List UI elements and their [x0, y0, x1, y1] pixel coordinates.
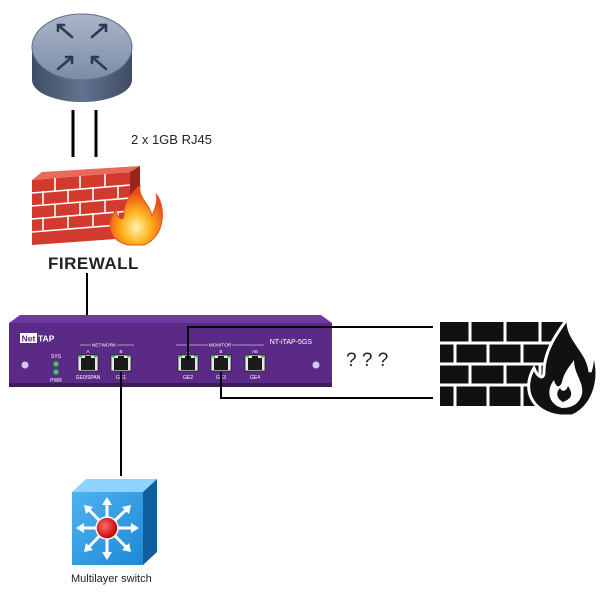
firewall-icon	[31, 166, 163, 246]
firewall-label: FIREWALL	[48, 254, 139, 273]
router-icon	[31, 13, 133, 102]
monitor-b-label: B	[219, 349, 222, 354]
svg-text:Net: Net	[22, 334, 36, 344]
unknown-connection-label: ? ? ?	[346, 350, 388, 371]
monitor-ab-label: AB	[252, 349, 258, 354]
nettap-device: Net TAP NT-iTAP-5GS SYS PWR NETWORK MONI…	[9, 315, 332, 387]
router-firewall-cables	[71, 110, 98, 157]
port-label: GE2	[183, 375, 193, 381]
port-label: GE4	[250, 375, 260, 381]
link-label: 2 x 1GB RJ45	[131, 132, 212, 147]
multilayer-switch-icon	[72, 479, 157, 565]
led-sys	[53, 361, 59, 367]
monitor-group-label: MONITOR	[209, 343, 232, 349]
network-a-label: A	[86, 349, 89, 354]
svg-text:TAP: TAP	[38, 334, 55, 344]
port-ge4: GE4	[244, 354, 266, 381]
port-ge0: GE0/SPAN	[76, 354, 101, 381]
port-label: GE0/SPAN	[76, 375, 101, 381]
switch-label: Multilayer switch	[71, 573, 152, 585]
network-group-label: NETWORK	[92, 343, 117, 349]
led-sys-label: SYS	[51, 354, 62, 360]
led-pwr	[53, 369, 59, 375]
led-pwr-label: PWR	[50, 378, 62, 384]
network-b-label: B	[119, 349, 122, 354]
tap-model: NT-iTAP-5GS	[270, 339, 313, 346]
remote-firewall-icon	[440, 312, 599, 418]
nettap-logo: Net TAP	[20, 333, 55, 344]
monitor-cables	[187, 326, 433, 399]
